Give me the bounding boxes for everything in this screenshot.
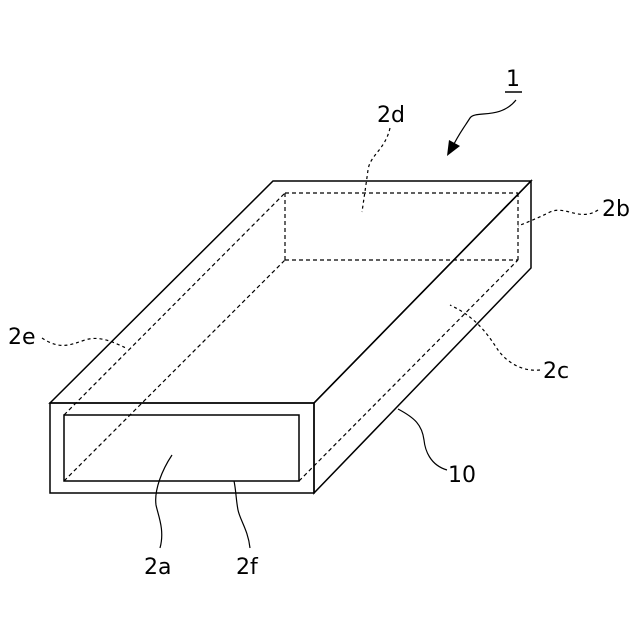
label-2a: 2a [144, 555, 171, 580]
reference-labels: 1 2d 2b 2e 2c 10 2a 2f [8, 67, 630, 580]
inner-top-left-receding [64, 193, 285, 415]
right-side-face [314, 181, 531, 493]
label-2c: 2c [543, 359, 569, 384]
label-10: 10 [448, 463, 476, 488]
arrow-1-leader [452, 100, 516, 148]
leader-2a [156, 455, 172, 548]
leader-10 [398, 409, 447, 470]
top-face [50, 181, 531, 403]
arrow-1-head [447, 140, 460, 156]
box-outline [50, 181, 531, 493]
leader-2f [234, 481, 250, 548]
label-2b: 2b [602, 197, 630, 222]
label-2e: 2e [8, 325, 36, 350]
inner-bottom-right-receding [299, 260, 518, 481]
leader-2b [518, 210, 598, 226]
front-face-outer [50, 403, 314, 493]
hidden-edges [64, 193, 518, 481]
label-1: 1 [506, 67, 520, 92]
label-2d: 2d [377, 103, 405, 128]
inner-bottom-left-receding [64, 260, 285, 481]
label-2f: 2f [236, 555, 259, 580]
leader-2d [362, 128, 390, 212]
front-face-inner [64, 415, 299, 481]
